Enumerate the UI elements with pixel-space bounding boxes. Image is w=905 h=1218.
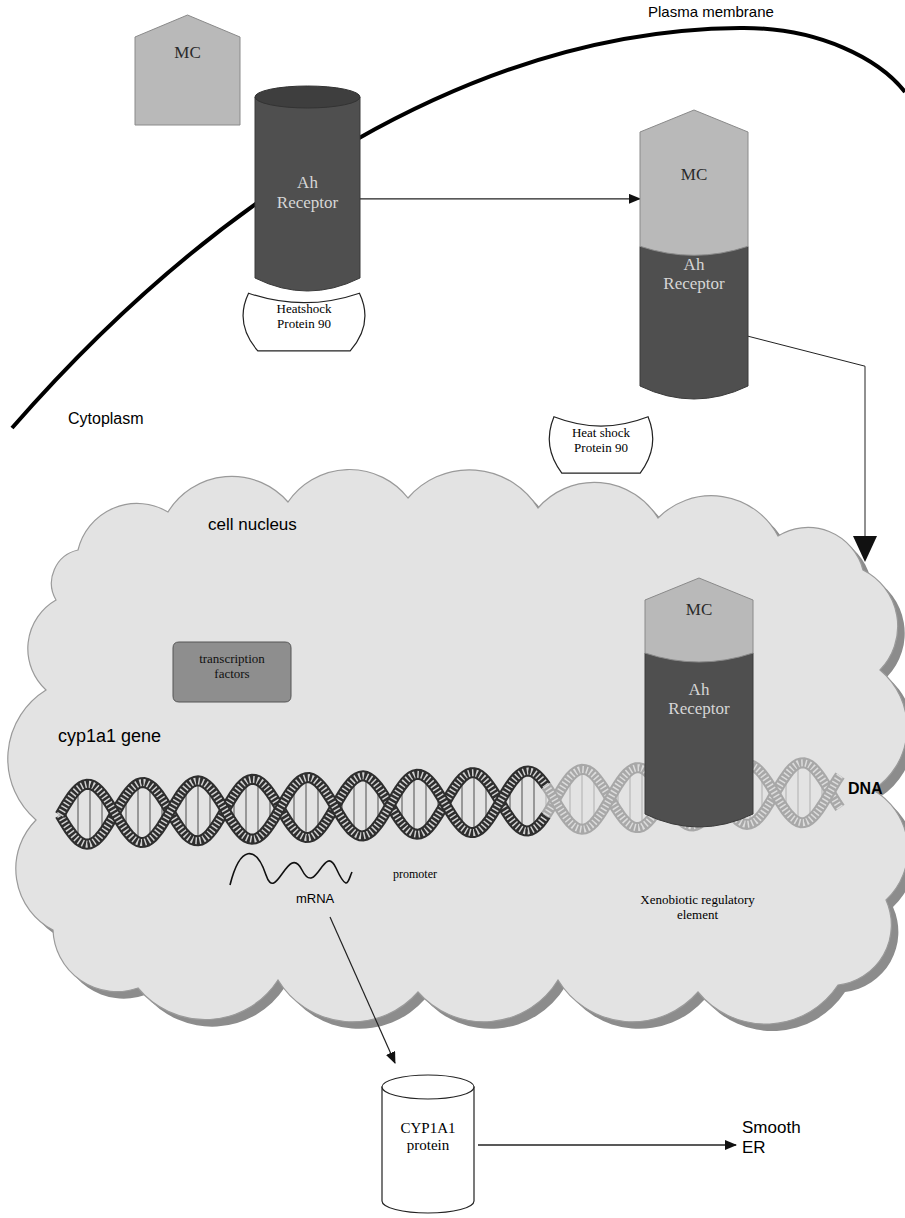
organelle-label: Smooth ER [742, 1118, 808, 1157]
base-pair [137, 784, 138, 842]
ligand-receptor-complex: MC Ah Receptor [640, 110, 748, 400]
mc-ligand-outline [135, 15, 240, 125]
er-arrow [478, 1144, 736, 1145]
mrna-strand [230, 854, 352, 885]
base-pair [809, 765, 810, 820]
receptor-cylinder: Ah Receptor [255, 85, 360, 292]
outline-part [640, 110, 748, 255]
node-text: CYP1A1 protein [392, 1120, 464, 1155]
mrna-label: mRNA [296, 892, 334, 907]
base-pair [197, 781, 198, 841]
outline-part [645, 653, 753, 827]
base-pair [473, 773, 474, 833]
node-text: cell nucleus [208, 515, 297, 535]
node-text: transcription factors [184, 652, 280, 682]
outline-part [382, 1087, 474, 1213]
dna-strand [60, 771, 546, 843]
node-text: Heatshock Protein 90 [263, 302, 345, 332]
region-label: Cytoplasm [68, 410, 144, 428]
node-text: Ah Receptor [656, 680, 742, 719]
region-label: promoter [393, 868, 437, 882]
dna-label: DNA [848, 780, 883, 798]
base-pair [149, 785, 150, 840]
base-pair [245, 781, 246, 837]
node-text: Ah Receptor [266, 173, 350, 212]
base-pair [305, 778, 306, 838]
base-pair [365, 776, 366, 835]
node-text: MC [681, 165, 707, 185]
outline-part [382, 1075, 474, 1099]
translocation-arrow [360, 198, 640, 199]
hsp90-blob: Heat shock Protein 90 [545, 402, 657, 476]
outline-part [640, 246, 748, 399]
outline-part [8, 470, 905, 1025]
base-pair [533, 773, 534, 829]
hsp90-blob: Heatshock Protein 90 [238, 278, 370, 354]
base-pair [629, 771, 630, 826]
transcription-factor-box: transcription factors [173, 642, 291, 702]
outline-part [645, 578, 753, 662]
membrane-label: Plasma membrane [648, 3, 774, 20]
outline-part [549, 417, 652, 473]
mc-ligand: MC [135, 15, 240, 125]
gene-label: cyp1a1 gene [58, 726, 161, 747]
element-label: Xenobiotic regulatory element [630, 893, 765, 923]
outline-part [255, 97, 360, 291]
outline-part [243, 293, 365, 351]
base-pair [641, 769, 642, 827]
base-pair [413, 775, 414, 834]
base-pair [89, 784, 90, 843]
protein-cylinder: CYP1A1 protein [382, 1075, 474, 1213]
base-pair [521, 773, 522, 830]
base-pair [581, 769, 582, 829]
node-text: Heat shock Protein 90 [565, 426, 637, 456]
ligand-receptor-complex: MC Ah Receptor [645, 578, 753, 828]
translation-arrow [330, 917, 395, 1063]
outline-part [135, 15, 240, 125]
outline-part [173, 642, 291, 702]
base-pair [257, 781, 258, 838]
node-text: MC [686, 600, 712, 620]
node-text: Ah Receptor [651, 255, 737, 294]
outline-part [255, 86, 360, 108]
node-text: MC [174, 43, 200, 63]
base-pair [797, 764, 798, 822]
dna-hatch [60, 771, 546, 843]
